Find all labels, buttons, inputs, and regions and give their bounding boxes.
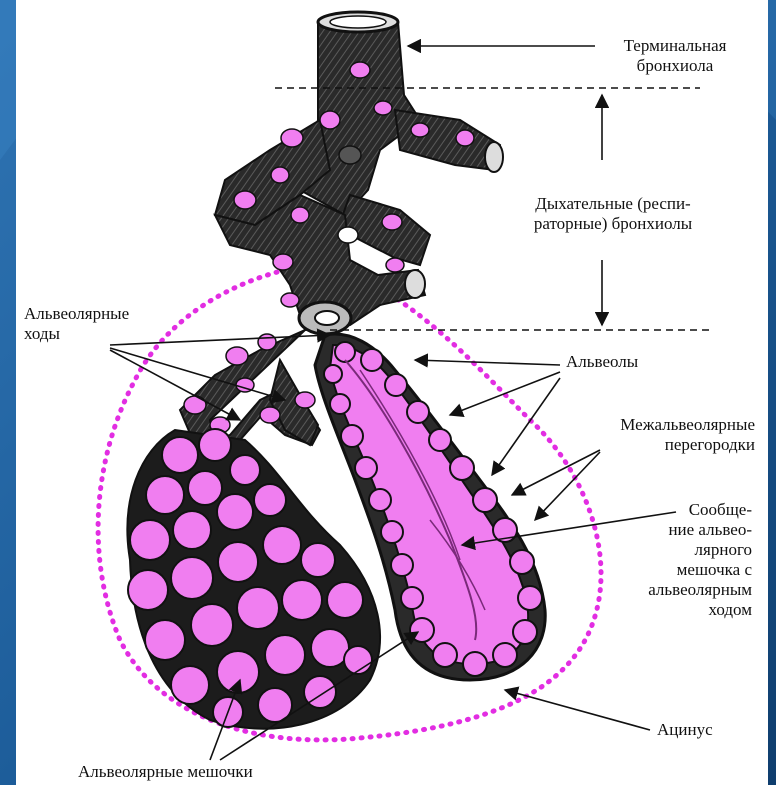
label-alveolar-ducts: Альвеолярные ходы <box>24 304 194 344</box>
label-sac-duct-connection: Сообще- ние альвео- лярного мешочка с ал… <box>600 500 752 620</box>
left-alveolar-sac <box>127 429 380 729</box>
label-respiratory-bronchioles: Дыхательные (респи- раторные) бронхиолы <box>498 194 728 234</box>
label-alveoli: Альвеолы <box>566 352 706 372</box>
label-acinus: Ацинус <box>657 720 757 740</box>
label-alveolar-sacs: Альвеолярные мешочки <box>78 762 358 782</box>
label-interalveolar-septa: Межальвеолярные перегородки <box>560 415 755 455</box>
label-terminal-bronchiole: Терминальная бронхиола <box>600 36 750 76</box>
